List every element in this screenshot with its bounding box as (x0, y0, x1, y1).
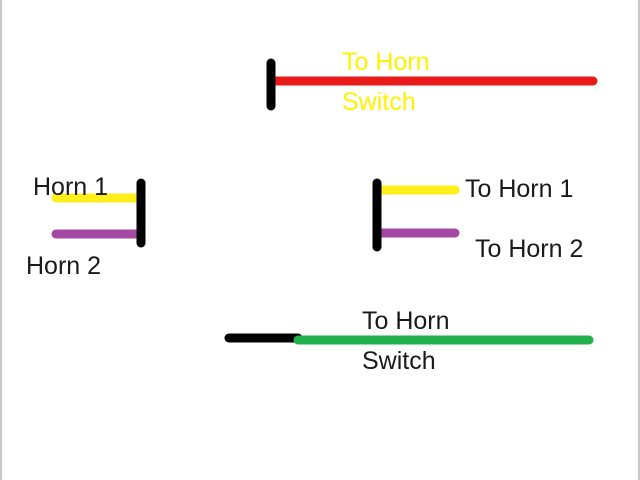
right-to-horn1-label: To Horn 1 (465, 175, 574, 203)
left-horn2-label: Horn 2 (26, 252, 102, 280)
left-horn1-label: Horn 1 (33, 173, 109, 201)
bottom-switch-label-line2: Switch (362, 347, 436, 375)
bottom-switch-label-line1: To Horn (362, 307, 450, 335)
top-switch-label-line1: To Horn (342, 48, 430, 76)
right-to-horn2-label: To Horn 2 (475, 235, 584, 263)
top-switch-label-line2: Switch (342, 88, 416, 116)
right-border (638, 0, 640, 480)
left-border (0, 0, 2, 480)
